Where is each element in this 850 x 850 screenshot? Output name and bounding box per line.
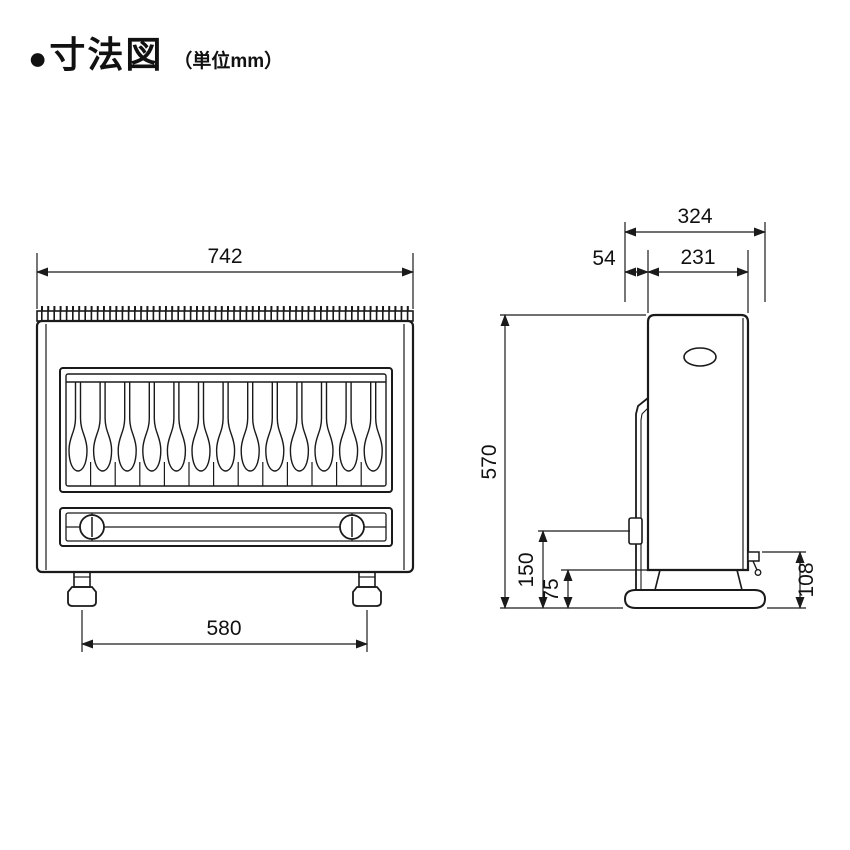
diagram-title: ● 寸法図 （単位mm） <box>28 26 283 78</box>
page-title: 寸法図 <box>49 34 164 75</box>
top-grille <box>36 306 414 322</box>
dim-body-depth-value: 231 <box>680 246 715 269</box>
front-feet <box>67 571 382 607</box>
dim-depth-total-value: 324 <box>677 205 712 228</box>
heater-side-body <box>646 313 750 572</box>
dim-depth-total <box>624 222 766 302</box>
unit-label: （単位mm） <box>173 51 284 72</box>
side-view-drawing: 324 54 231 570 150 <box>478 205 818 609</box>
dim-base-height-value: 75 <box>540 578 563 601</box>
left-knob <box>79 513 105 541</box>
dim-back-offset <box>624 250 749 313</box>
burner-window <box>59 367 393 493</box>
dim-back-offset-value: 54 <box>592 247 616 270</box>
drain-tap <box>747 551 762 576</box>
dim-height-value: 570 <box>478 444 501 479</box>
dim-inlet-height <box>538 530 630 609</box>
dim-base-height <box>561 569 652 609</box>
rear-duct <box>628 397 649 590</box>
dim-foot-span <box>81 610 368 652</box>
handle-slot <box>683 347 717 367</box>
dim-tap-height-value: 108 <box>795 562 818 597</box>
dim-front-width <box>36 253 414 309</box>
dim-front-width-value: 742 <box>207 245 242 268</box>
dim-foot-span-value: 580 <box>206 617 241 640</box>
heater-front-body <box>35 319 415 574</box>
base <box>623 569 767 609</box>
dim-tap-height <box>762 551 806 609</box>
right-knob <box>339 513 365 541</box>
front-view-drawing: 742 580 <box>35 245 415 652</box>
gas-inlet-fitting <box>628 517 643 545</box>
title-bullet-icon: ● <box>28 40 48 76</box>
control-bar <box>59 507 393 547</box>
dim-inlet-height-value: 150 <box>515 552 538 587</box>
dim-height <box>500 314 646 609</box>
